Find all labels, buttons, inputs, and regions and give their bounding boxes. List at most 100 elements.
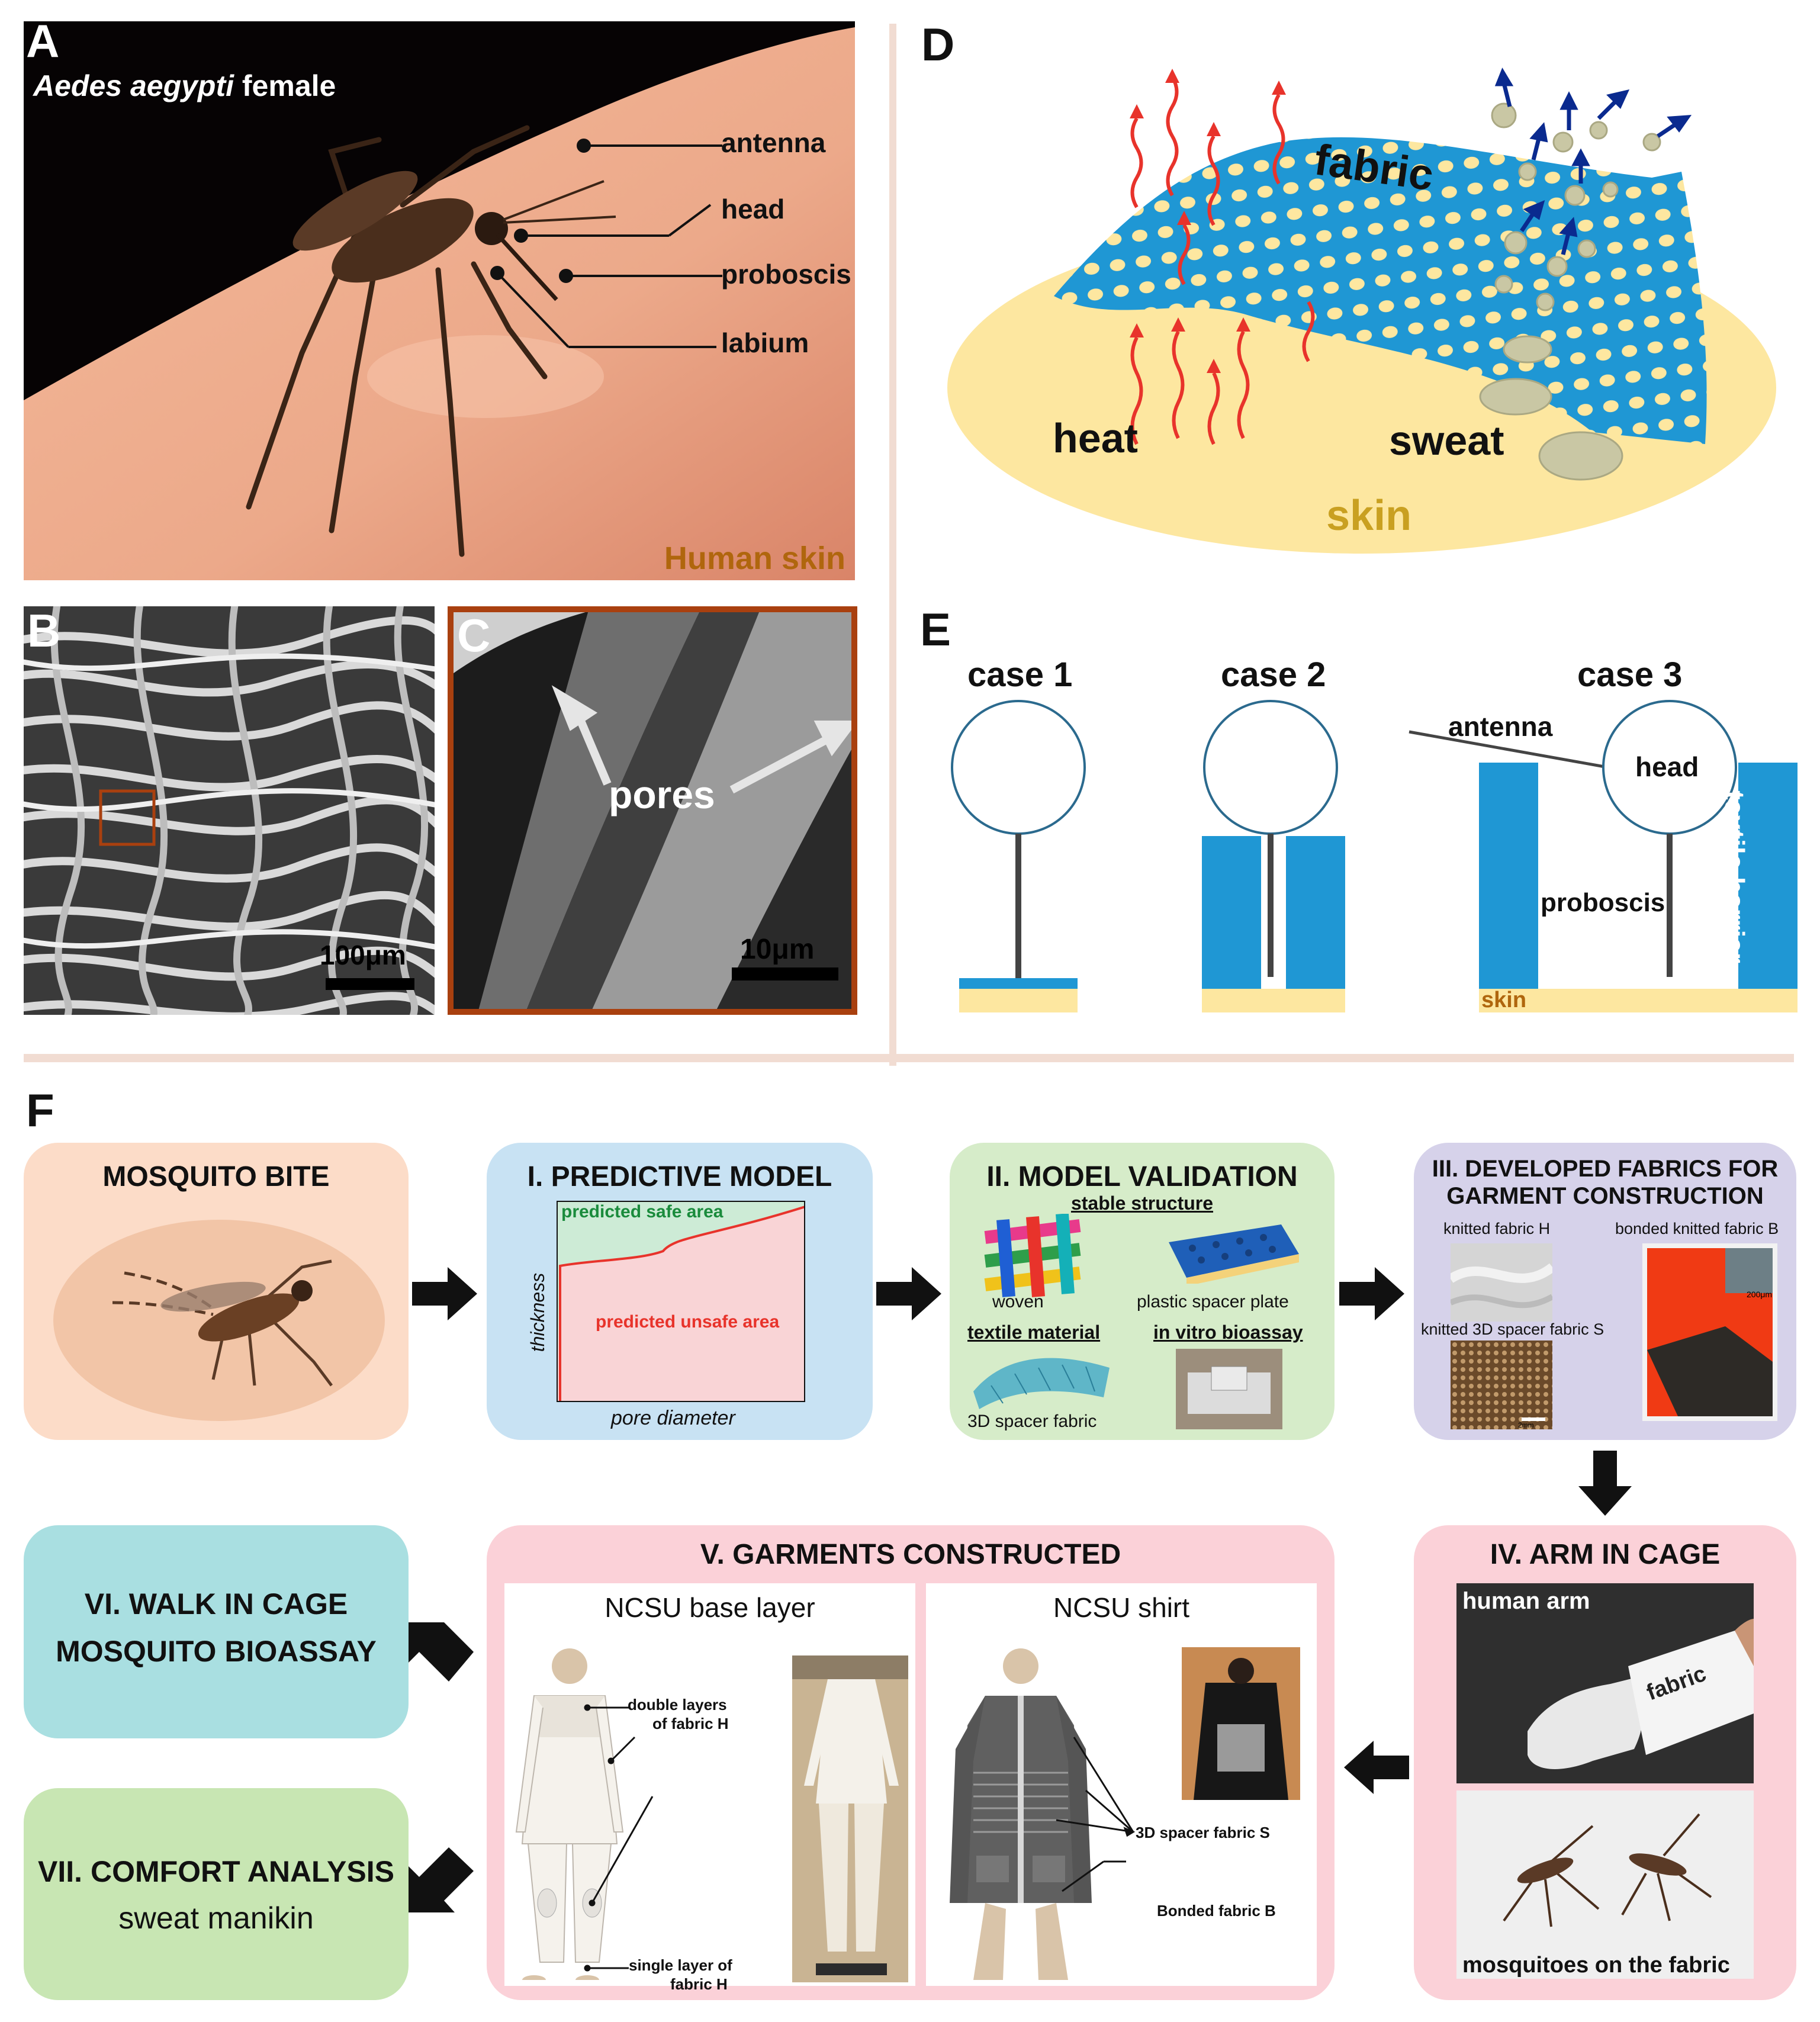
fiber-sem-image <box>24 606 435 1015</box>
developed-fabrics-title-2: GARMENT CONSTRUCTION <box>1446 1183 1764 1209</box>
panel-d: D fabric heat sweat skin <box>912 18 1800 562</box>
panel-f-label: F <box>26 1084 54 1136</box>
antenna-label: antenna <box>1448 711 1553 742</box>
case1-label: case 1 <box>967 655 1073 694</box>
base-layer-leaders <box>584 1704 654 1972</box>
mosquito-bite-photo <box>53 1220 385 1421</box>
fabric-b-label: bonded knitted fabric B <box>1615 1220 1779 1237</box>
base-layer-panel: NCSU base layer double layers of fabric … <box>504 1583 915 1993</box>
x-axis-label: pore diameter <box>611 1407 735 1429</box>
label-head: head <box>721 194 785 224</box>
walk-in-cage-line1: VI. WALK IN CAGE <box>84 1587 348 1621</box>
single-layer-label-1: single layer of <box>629 1956 732 1974</box>
fabric-h-image <box>1451 1243 1552 1322</box>
shirt-title: NCSU shirt <box>1053 1592 1190 1623</box>
fabric-skin-illustration <box>947 67 1776 554</box>
comfort-analysis-line1: VII. COMFORT ANALYSIS <box>38 1855 394 1888</box>
scale-bar-10um: 10μm <box>740 934 815 965</box>
predictive-model-box: I. PREDICTIVE MODEL predicted safe area … <box>487 1143 873 1440</box>
vertical-divider <box>889 24 896 1066</box>
scale-200um: 200μm <box>1747 1290 1773 1299</box>
scale-bar-100um: 100μm <box>320 940 406 970</box>
part-leader-lines <box>490 139 722 348</box>
mosquito-bite-box: MOSQUITO BITE <box>24 1143 409 1440</box>
species-name: Aedes aegypti <box>33 69 234 102</box>
panel-d-label: D <box>921 18 955 70</box>
pore-sem-image <box>454 612 851 1009</box>
model-validation-title: II. MODEL VALIDATION <box>986 1161 1298 1192</box>
skin-label: skin <box>1326 492 1412 539</box>
label-labium: labium <box>721 327 809 358</box>
walk-in-cage-box: VI. WALK IN CAGE MOSQUITO BIOASSAY <box>24 1525 409 1738</box>
label-proboscis: proboscis <box>721 259 851 290</box>
scale-2mm: 2mm <box>1518 1421 1534 1429</box>
shirt-leaders <box>1056 1737 1136 1892</box>
arrow-right-1 <box>412 1267 477 1320</box>
panel-b-label: B <box>27 606 61 657</box>
bioassay-image <box>1176 1349 1282 1429</box>
bioassay-label: in vitro bioassay <box>1153 1322 1303 1343</box>
case-diagrams <box>951 700 1798 1012</box>
developed-fabrics-title-1: III. DEVELOPED FABRICS FOR <box>1432 1156 1779 1182</box>
comfort-analysis-line2: sweat manikin <box>118 1901 314 1936</box>
species-title: Aedes aegypti female <box>33 69 336 103</box>
stable-structure-label: stable structure <box>1070 1192 1214 1214</box>
base-layer-photo <box>792 1655 908 1982</box>
panel-e-label: E <box>920 603 951 655</box>
skin-label-e: skin <box>1481 988 1527 1012</box>
arm-in-cage-title: IV. ARM IN CAGE <box>1490 1539 1721 1570</box>
woven-fabric-image <box>984 1214 1081 1297</box>
spacer-fabric-label: 3D spacer fabric <box>967 1412 1097 1431</box>
garments-title: V. GARMENTS CONSTRUCTED <box>700 1539 1121 1570</box>
arrow-left-walk <box>409 1622 474 1682</box>
shirt-illustration <box>950 1648 1092 1980</box>
fabric-h-label: knitted fabric H <box>1443 1220 1551 1237</box>
spacer-fabric-image <box>973 1358 1110 1409</box>
walk-in-cage-line2: MOSQUITO BIOASSAY <box>56 1635 377 1668</box>
sweat-label: sweat <box>1389 417 1504 464</box>
plate-label: plastic spacer plate <box>1137 1292 1289 1311</box>
textile-material-label: textile material <box>967 1322 1101 1343</box>
comfort-analysis-box: VII. COMFORT ANALYSIS sweat manikin <box>24 1788 409 2000</box>
safe-area-label: predicted safe area <box>561 1202 724 1221</box>
arm-in-cage-box: IV. ARM IN CAGE human arm fabric mosquit… <box>1414 1525 1796 2000</box>
base-layer-illustration <box>515 1648 624 1980</box>
y-axis-label: thickness <box>527 1272 549 1352</box>
double-layers-label-2: of fabric H <box>652 1715 729 1732</box>
mosquitoes-on-fabric-photo <box>1456 1790 1754 1979</box>
double-layers-label-1: double layers <box>628 1696 727 1714</box>
textile-barrier-label: textile barrier <box>1719 790 1750 963</box>
head-label: head <box>1635 751 1699 782</box>
label-antenna: antenna <box>721 127 826 158</box>
mosquito-bite-title: MOSQUITO BITE <box>102 1161 330 1192</box>
arrow-down <box>1578 1451 1632 1516</box>
human-skin-label: Human skin <box>664 541 845 576</box>
base-layer-title: NCSU base layer <box>604 1592 815 1623</box>
mosquitoes-label: mosquitoes on the fabric <box>1462 1953 1730 1978</box>
proboscis-label: proboscis <box>1541 888 1665 917</box>
pores-label: pores <box>609 773 715 816</box>
heat-label: heat <box>1053 415 1138 461</box>
woven-label: woven <box>992 1292 1044 1311</box>
bonded-fabric-label: Bonded fabric B <box>1157 1902 1276 1920</box>
species-sex: female <box>234 69 336 102</box>
human-arm-label: human arm <box>1462 1588 1590 1614</box>
developed-fabrics-box: III. DEVELOPED FABRICS FOR GARMENT CONST… <box>1414 1143 1796 1440</box>
unsafe-area-label: predicted unsafe area <box>596 1312 780 1332</box>
panel-b: B 100μm <box>24 606 435 1015</box>
arrow-left-comfort <box>409 1847 474 1912</box>
model-validation-box: II. MODEL VALIDATION stable structure wo… <box>950 1143 1335 1440</box>
panel-a: A Aedes aegypti female antenna head prob… <box>24 21 855 580</box>
spacer-fabric-s-label: 3D spacer fabric S <box>1136 1824 1270 1841</box>
case2-label: case 2 <box>1221 655 1326 694</box>
garments-box: V. GARMENTS CONSTRUCTED NCSU base layer … <box>487 1525 1335 2000</box>
fabric-s-label: knitted 3D spacer fabric S <box>1421 1320 1604 1338</box>
predictive-model-title: I. PREDICTIVE MODEL <box>527 1161 832 1192</box>
single-layer-label-2: fabric H <box>670 1975 728 1993</box>
fabric-s-image <box>1451 1341 1552 1429</box>
fabric-b-image <box>1642 1243 1777 1421</box>
spacer-plate-image <box>1169 1224 1299 1284</box>
shirt-panel: NCSU shirt 3D spacer <box>926 1583 1317 1986</box>
panel-e: E case 1 case 2 case 3 antenna head prob… <box>912 603 1800 1030</box>
arrow-right-2 <box>876 1267 941 1320</box>
